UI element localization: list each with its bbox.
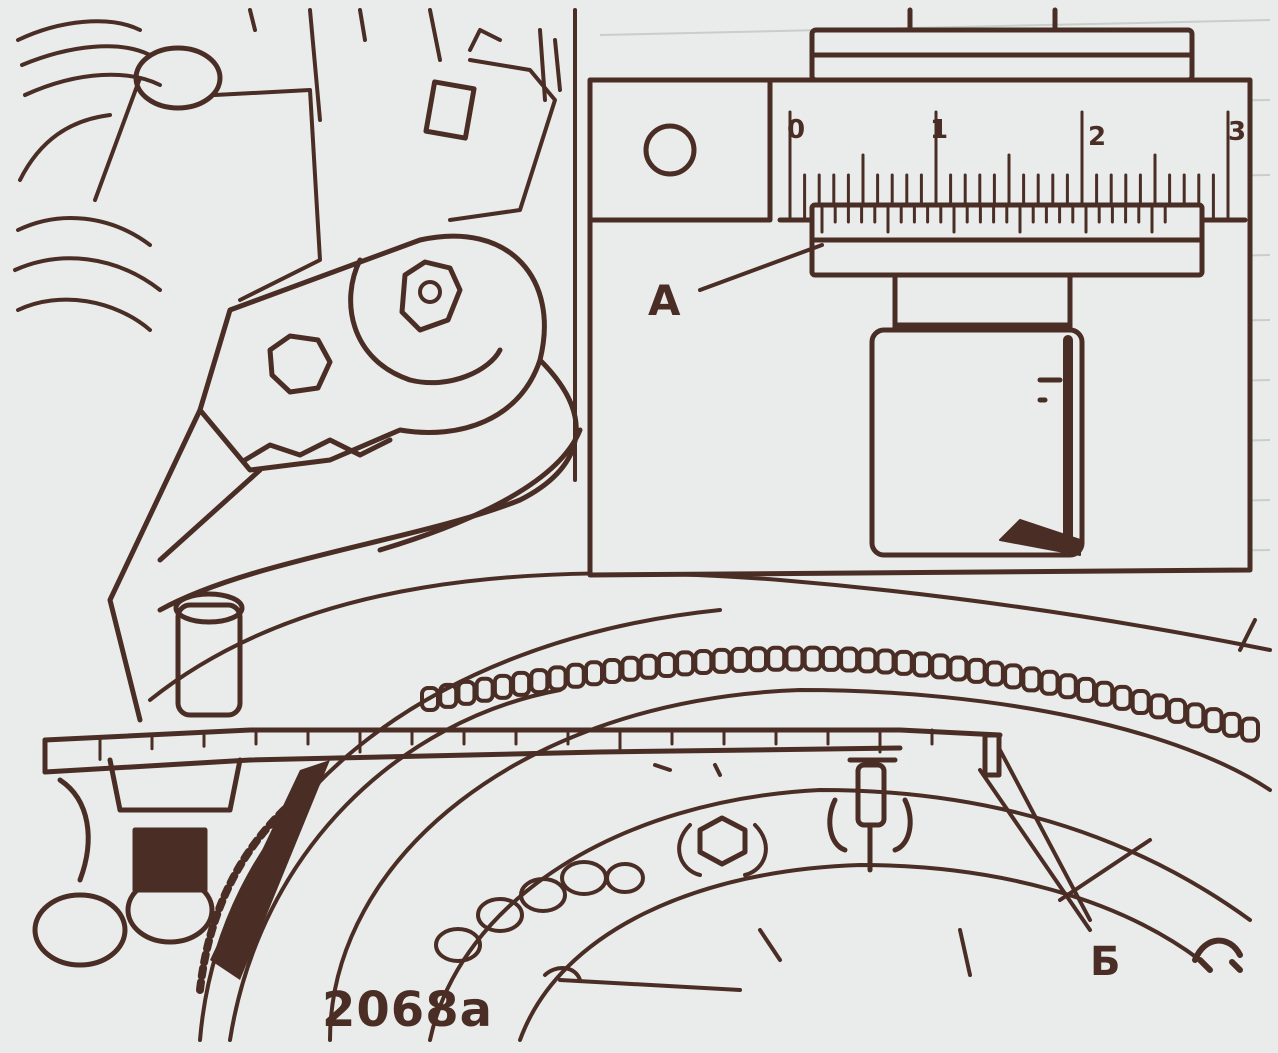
mounting-bracket [107,233,583,723]
gear-tooth [729,646,750,673]
gear-tooth [802,645,823,672]
clamp-post [32,591,245,968]
figure-number: 2068a [322,982,493,1038]
gear-tooth [656,651,677,678]
gear-tooth [875,648,896,675]
dial-indicator [587,7,1253,578]
engine-block-parts [13,8,577,482]
gear-tooth [820,645,841,672]
gear-tooth [584,660,604,687]
gear-tooth [784,645,805,672]
gear-tooth [1094,680,1115,707]
label-a: А [648,276,681,325]
flywheel-holes [434,763,768,982]
gear-tooth [1021,666,1042,693]
gear-tooth [620,655,641,682]
scale-number-1: 1 [930,115,948,145]
gear-tooth [1003,663,1024,690]
leader-line-b [978,768,1092,932]
gear-tooth [1057,673,1078,700]
gear-tooth [857,647,878,674]
rotation-arrow-icon [1192,937,1243,973]
scale-number-3: 3 [1228,117,1246,147]
gear-tooth [748,646,768,673]
gear-tooth [1240,716,1260,743]
gear-tooth [492,673,513,700]
gear-tooth [565,662,586,689]
gear-tooth [529,668,550,695]
gear-tooth [766,645,787,672]
gear-tooth [547,665,568,692]
gear-tooth [966,657,987,684]
gear-tooth [438,682,459,709]
gear-tooth [456,679,477,706]
gear-tooth [675,650,696,677]
label-b: Б [1090,939,1121,985]
scale-number-2: 2 [1088,122,1106,152]
rim-edge [1238,618,1257,652]
gear-tooth [1221,711,1242,738]
ring-gear-teeth [420,645,1260,743]
scale-number-0: 0 [787,115,805,145]
gear-tooth [420,686,440,712]
gear-tooth [1039,669,1060,696]
gear-tooth [1148,693,1169,720]
gear-tooth [638,653,659,680]
gear-tooth [1112,684,1133,711]
gear-tooth [1185,702,1206,729]
gear-tooth [693,649,714,676]
gear-tooth [893,649,914,676]
gear-tooth [474,676,495,703]
gear-tooth [511,670,532,697]
dark-gear-segment [196,760,330,994]
flywheel-rim [148,571,1272,1042]
gear-tooth [1167,697,1188,724]
gear-tooth [1076,676,1096,703]
gear-tooth [839,646,860,673]
gear-tooth [711,647,732,674]
gear-tooth [912,651,932,678]
gear-tooth [1130,689,1151,716]
gear-tooth [602,657,623,684]
gear-tooth [930,653,951,680]
pointer-scale-strip [42,727,1003,775]
gear-tooth [984,660,1005,687]
gear-tooth [1203,707,1224,734]
gear-tooth [948,655,969,682]
